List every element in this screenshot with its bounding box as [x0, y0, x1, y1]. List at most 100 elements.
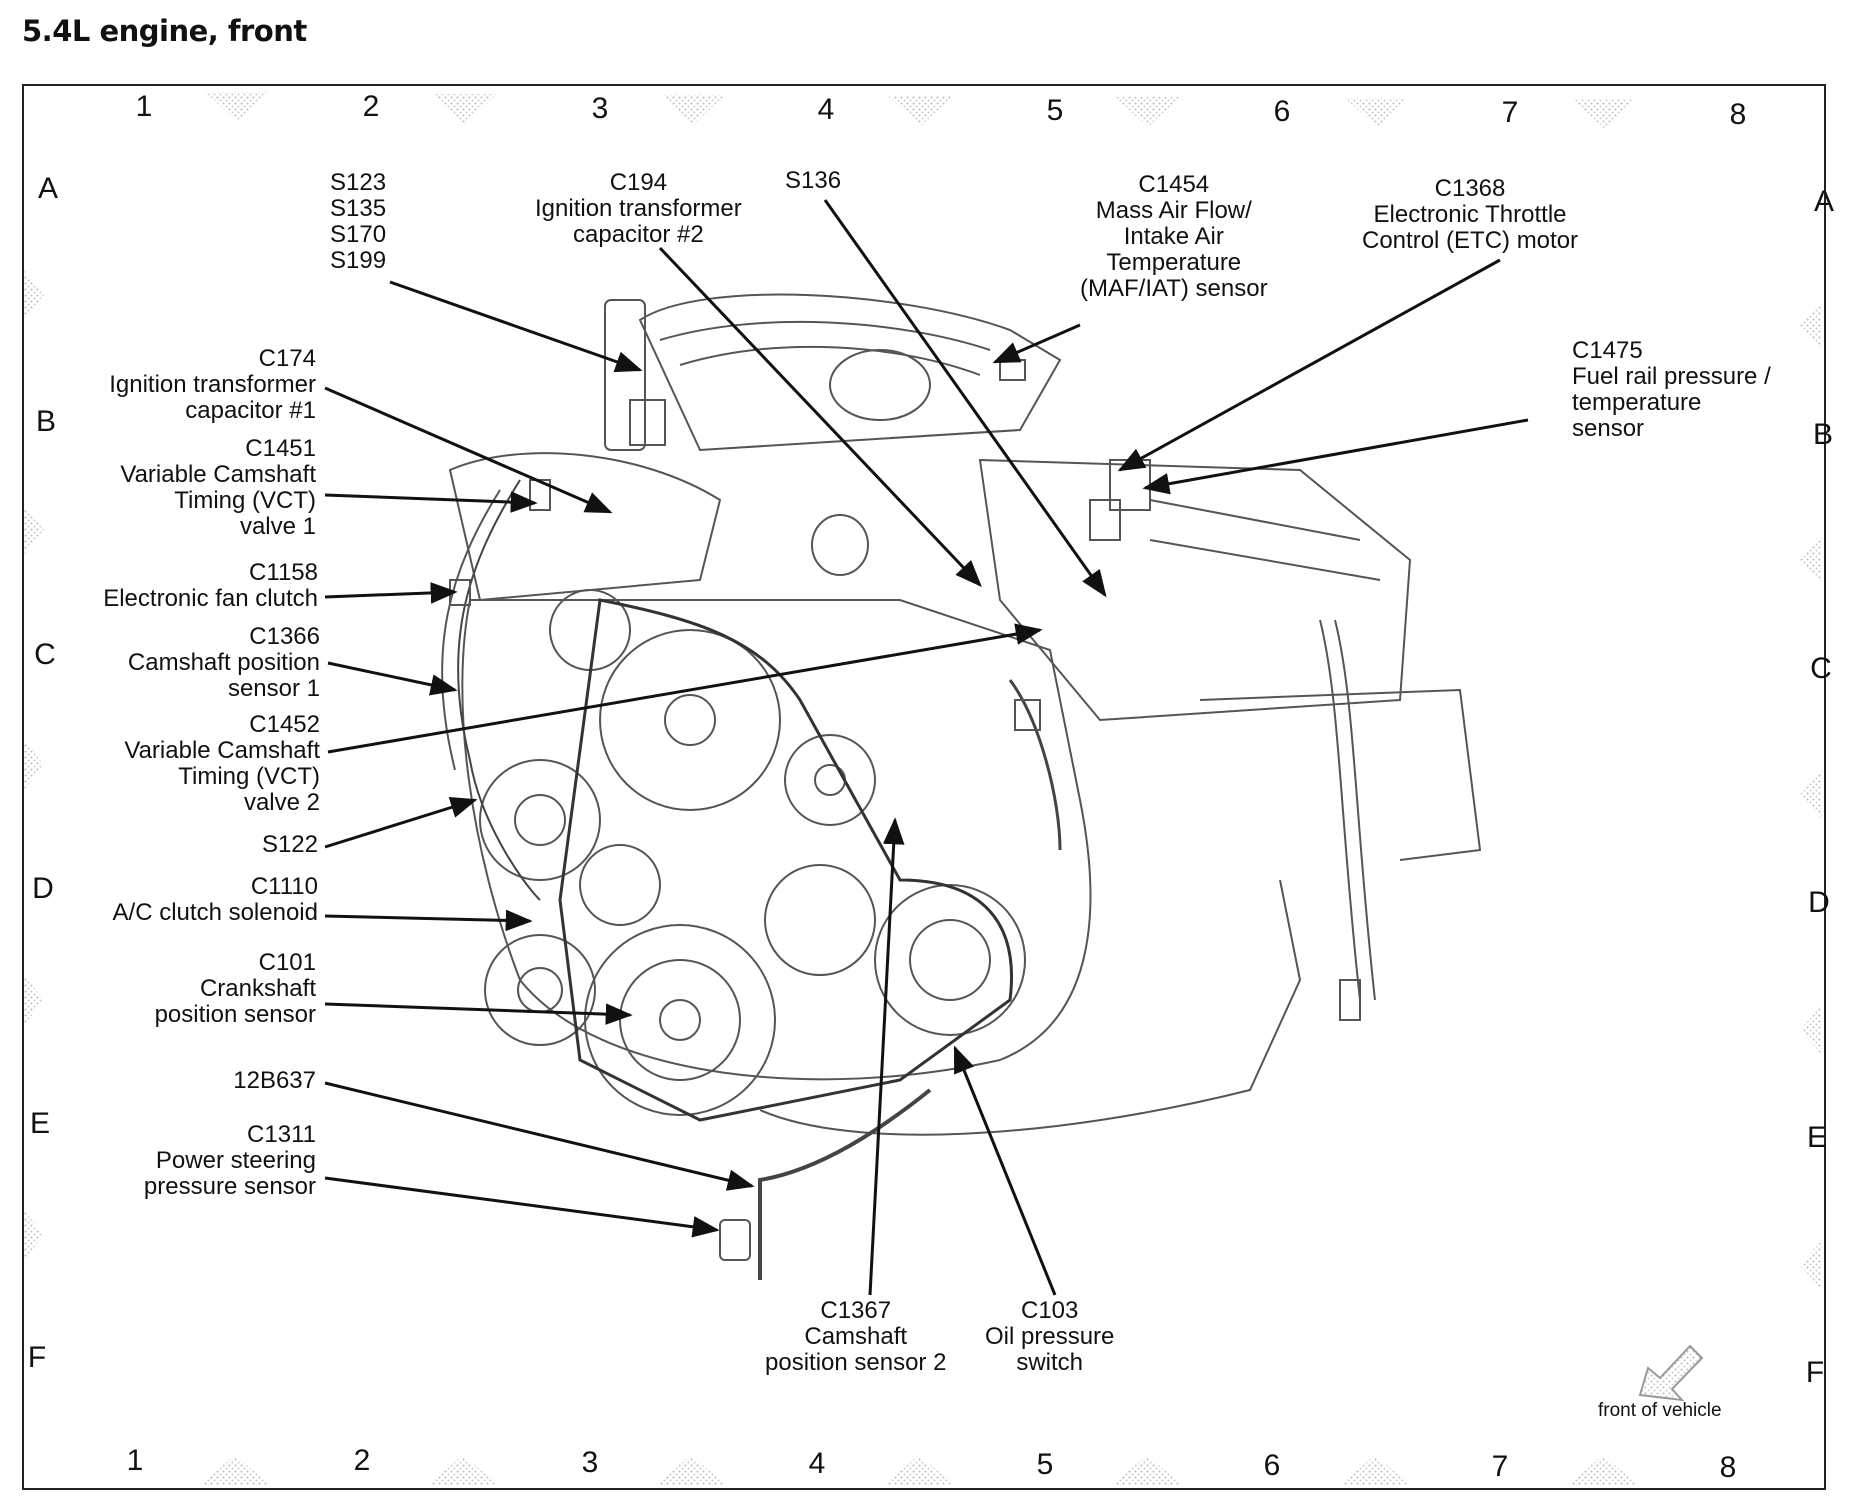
callout-line: Temperature: [1106, 249, 1242, 276]
front-of-vehicle-label: front of vehicle: [1598, 1400, 1722, 1421]
callout-c1451: C1451 Variable Camshaft Timing (VCT) val…: [120, 436, 316, 540]
callout-line: Ignition transformer: [535, 195, 742, 222]
grid-col-bottom-6: 6: [1263, 1449, 1281, 1482]
leader-lines: [324, 199, 1529, 1296]
callout-line: Variable Camshaft: [124, 737, 320, 764]
grid-col-top-7: 7: [1501, 96, 1519, 129]
callout-line: Ignition transformer: [109, 371, 316, 398]
callout-line: S170: [330, 221, 387, 248]
grid-col-bottom-8: 8: [1719, 1451, 1737, 1484]
grid-row-right-c: C: [1810, 652, 1832, 685]
grid-col-top-5: 5: [1046, 94, 1064, 127]
leader-c101: [324, 1002, 633, 1025]
leader-c1311: [324, 1176, 720, 1238]
callout-line: Electronic Throttle: [1373, 201, 1567, 228]
callout-line: position sensor: [154, 1001, 316, 1028]
callout-line: S122: [261, 831, 318, 858]
page-title: 5.4L engine, front: [22, 14, 307, 48]
leader-c1367: [868, 817, 905, 1296]
grid-col-bottom-5: 5: [1036, 1448, 1054, 1481]
callout-line: switch: [1016, 1349, 1084, 1376]
callout-line: C1110: [250, 873, 318, 900]
grid-row-left-d: D: [32, 872, 54, 905]
leader-s122: [324, 796, 478, 849]
callout-line: Crankshaft: [199, 975, 316, 1002]
callout-line: Camshaft position: [127, 649, 320, 676]
callout-line: C101: [258, 949, 316, 976]
grid-col-bottom-4: 4: [808, 1447, 826, 1480]
grid-row-left-f: F: [27, 1341, 47, 1374]
callout-line: valve 1: [239, 513, 316, 540]
callout-line: pressure sensor: [143, 1173, 316, 1200]
callout-c1311: C1311 Power steering pressure sensor: [144, 1122, 316, 1200]
leader-c1452: [327, 623, 1043, 754]
grid-col-top-4: 4: [817, 93, 835, 126]
front-of-vehicle-arrow-icon: [1638, 1344, 1704, 1402]
callout-line: C194: [609, 169, 668, 196]
leader-c1454: [992, 323, 1081, 364]
callout-line: sensor: [1572, 415, 1645, 442]
callout-line: Variable Camshaft: [120, 461, 316, 488]
callout-c1452: C1452 Variable Camshaft Timing (VCT) val…: [124, 712, 320, 816]
leader-c174: [324, 386, 613, 514]
callout-line: A/C clutch solenoid: [112, 899, 318, 926]
callout-line: Timing (VCT): [174, 487, 316, 514]
grid-tick-marks: [24, 92, 1822, 1485]
callout-line: C1452: [249, 711, 320, 738]
grid-col-top-6: 6: [1273, 95, 1291, 128]
callout-line: sensor 1: [227, 675, 320, 702]
callout-s136: S136: [785, 168, 841, 194]
grid-col-top-8: 8: [1729, 98, 1747, 131]
leader-c1451: [324, 491, 538, 513]
callout-line: Electronic fan clutch: [103, 585, 318, 612]
callout-line: Camshaft: [804, 1323, 908, 1350]
callout-line: Intake Air: [1123, 223, 1224, 250]
callout-s123-s135-s170-s199: S123 S135 S170 S199: [330, 170, 386, 274]
callout-line: C1454: [1138, 171, 1210, 198]
callout-c174: C174 Ignition transformer capacitor #1: [109, 346, 316, 424]
callout-line: C1475: [1572, 337, 1643, 364]
grid-row-right-e: E: [1806, 1121, 1827, 1154]
callout-line: S136: [785, 167, 842, 194]
callout-c101: C101 Crankshaft position sensor: [155, 950, 316, 1028]
callout-line: 12B637: [233, 1067, 316, 1094]
callout-c1110: C1110 A/C clutch solenoid: [113, 874, 318, 926]
callout-c194: C194 Ignition transformer capacitor #2: [535, 170, 742, 248]
grid-col-top-2: 2: [362, 90, 380, 123]
grid-col-bottom-2: 2: [353, 1444, 371, 1477]
grid-row-left-c: C: [34, 638, 56, 671]
grid-row-left-e: E: [29, 1107, 50, 1140]
grid-col-bottom-7: 7: [1491, 1450, 1509, 1483]
leader-c194: [658, 246, 982, 587]
leader-c1110: [324, 909, 533, 932]
grid-row-right-b: B: [1812, 418, 1833, 451]
leader-c103: [953, 1045, 1057, 1296]
callout-line: C1367: [820, 1297, 892, 1324]
callout-line: position sensor 2: [765, 1349, 947, 1376]
callout-line: S135: [330, 195, 387, 222]
grid-col-bottom-3: 3: [581, 1446, 599, 1479]
grid-row-left-a: A: [37, 172, 58, 205]
engine-illustration: [441, 293, 1482, 1280]
callout-c1367: C1367 Camshaft position sensor 2: [765, 1298, 946, 1376]
callout-12b637: 12B637: [233, 1068, 316, 1094]
callout-line: valve 2: [243, 789, 320, 816]
callout-line: C103: [1021, 1297, 1079, 1324]
leader-c1366: [327, 661, 458, 696]
callout-line: Control (ETC) motor: [1362, 227, 1579, 254]
leader-12b637: [324, 1081, 755, 1191]
callout-c1368: C1368 Electronic Throttle Control (ETC) …: [1362, 176, 1578, 254]
grid-row-right-a: A: [1813, 185, 1834, 218]
grid-col-top-1: 1: [135, 90, 153, 123]
leader-c1368: [1117, 258, 1501, 472]
grid-col-bottom-1: 1: [126, 1444, 144, 1477]
callout-c103: C103 Oil pressure switch: [985, 1298, 1114, 1376]
callout-line: (MAF/IAT) sensor: [1080, 275, 1268, 302]
leader-s136: [823, 199, 1107, 598]
grid-row-right-f: F: [1805, 1356, 1825, 1389]
callout-line: Timing (VCT): [178, 763, 320, 790]
leader-s123: [389, 280, 643, 373]
callout-line: Oil pressure: [985, 1323, 1115, 1350]
callout-line: S123: [330, 169, 387, 196]
